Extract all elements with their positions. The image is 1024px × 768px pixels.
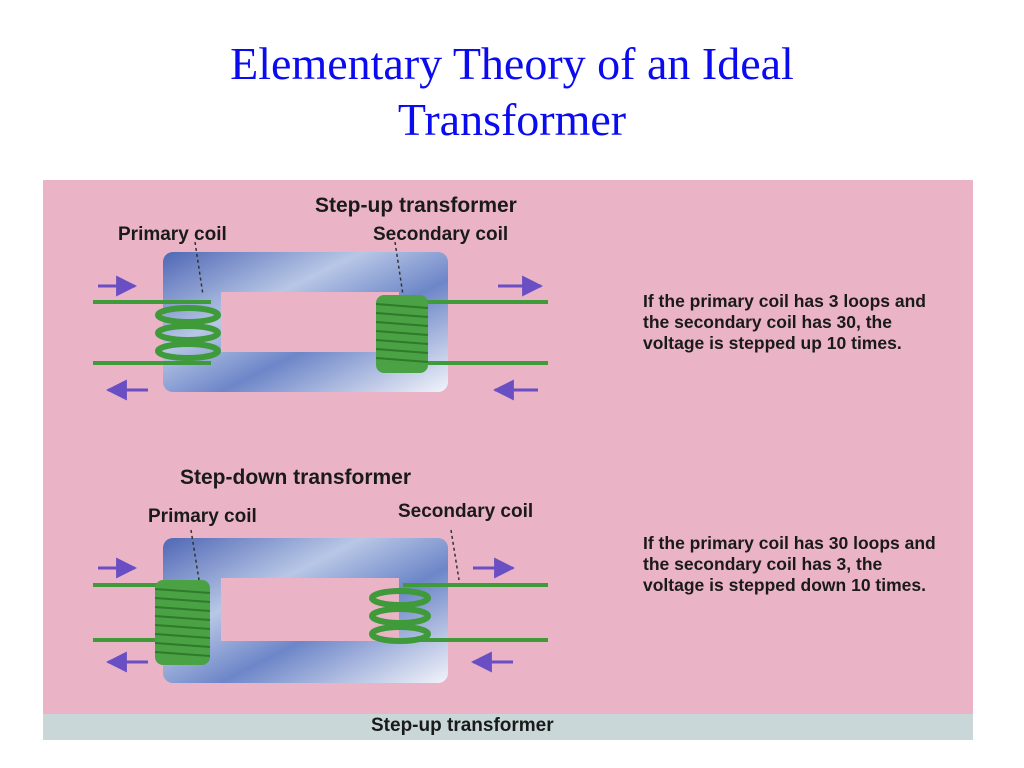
step-up-primary-label: Primary coil (118, 224, 227, 245)
title-line-1: Elementary Theory of an Ideal (230, 38, 794, 89)
step-down-core (163, 538, 448, 683)
transformer-diagram (93, 241, 548, 683)
step-down-arrows (98, 557, 516, 673)
step-up-description: If the primary coil has 3 loops and the … (643, 291, 926, 353)
step-up-heading: Step-up transformer (315, 194, 517, 217)
step-down-primary-coil (154, 580, 211, 665)
step-up-arrows (98, 275, 544, 401)
step-up-secondary-coil (375, 295, 429, 373)
step-down-primary-label: Primary coil (148, 506, 257, 527)
bottom-caption: Step-up transformer (371, 715, 554, 736)
bottom-strip (43, 714, 973, 740)
slide-title: Elementary Theory of an Ideal Transforme… (0, 36, 1024, 148)
step-up-secondary-label: Secondary coil (373, 224, 509, 245)
step-down-secondary-coil (369, 588, 431, 644)
step-down-secondary-label: Secondary coil (398, 501, 534, 522)
step-up-primary-coil (155, 305, 221, 361)
step-down-dotted-lines (190, 529, 460, 581)
step-down-heading: Step-down transformer (180, 466, 412, 489)
title-line-2: Transformer (397, 94, 627, 145)
step-up-dotted-lines (194, 241, 404, 296)
step-down-description: If the primary coil has 30 loops and the… (643, 533, 936, 595)
transformer-figure: Step-up transformer Primary coil Seconda… (43, 180, 973, 740)
